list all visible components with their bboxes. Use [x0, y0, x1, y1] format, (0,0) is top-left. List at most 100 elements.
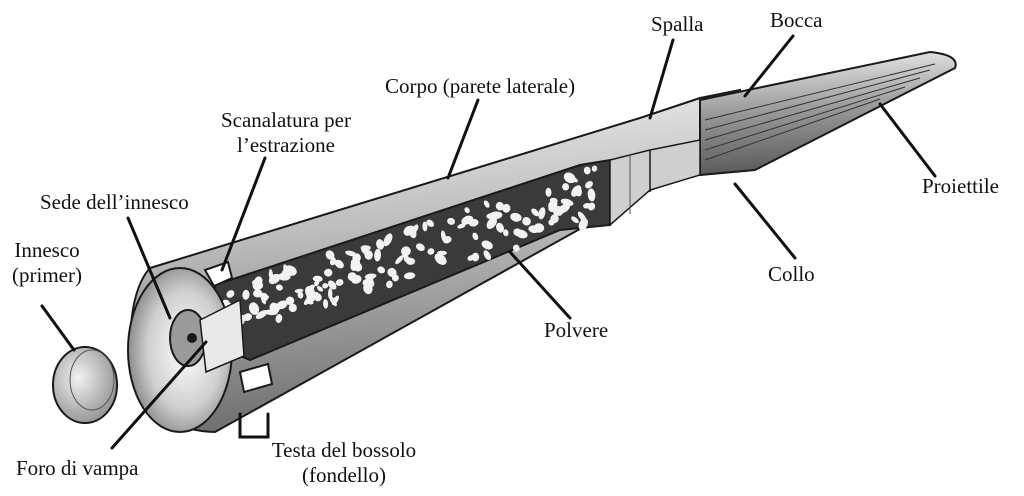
powder-granule	[386, 280, 393, 289]
powder-granule	[242, 313, 253, 321]
powder-granule	[545, 187, 552, 197]
extractor-groove-lower	[238, 362, 274, 394]
web-section	[199, 298, 245, 374]
powder-granule	[322, 283, 329, 289]
powder-granule	[583, 203, 591, 209]
powder-granule	[316, 286, 324, 292]
powder-granule	[457, 223, 466, 229]
powder-granule	[434, 253, 447, 265]
powder-granule	[401, 246, 411, 257]
leader-lines	[40, 34, 937, 450]
powder-granule	[242, 289, 250, 300]
powder-granule	[496, 222, 504, 233]
powder-granule	[323, 299, 329, 309]
label-sede-innesco: Sede dell’innesco	[40, 190, 189, 214]
powder-granule	[403, 272, 416, 280]
powder-granule	[495, 201, 505, 211]
powder-granule	[587, 188, 596, 202]
powder-granule	[464, 207, 470, 214]
powder-granule	[483, 250, 492, 261]
powder-granule	[412, 224, 419, 233]
powder-granule	[308, 291, 319, 300]
label-proiettile: Proiettile	[922, 174, 999, 198]
powder-granule	[486, 212, 501, 220]
powder-granule	[329, 258, 337, 266]
powder-granule	[329, 295, 337, 307]
powder-granule	[297, 291, 304, 299]
powder-granule	[585, 180, 593, 189]
powder-granule	[256, 280, 264, 289]
label-corpo: Corpo (parete laterale)	[385, 74, 576, 98]
powder-granule	[550, 214, 559, 224]
powder-granule	[422, 221, 428, 232]
label-innesco-line1: Innesco	[14, 238, 80, 262]
powder-granule	[260, 292, 266, 305]
powder-granule	[275, 284, 283, 291]
powder-granule	[285, 296, 295, 306]
powder-granule	[515, 229, 528, 239]
powder-granule	[528, 225, 540, 234]
powder-granule	[334, 259, 344, 269]
label-spalla: Spalla	[651, 12, 704, 36]
powder-granule	[554, 205, 563, 216]
powder-granule	[278, 272, 291, 281]
powder-granule	[577, 211, 587, 223]
powder-granule	[395, 255, 404, 265]
powder-granule	[268, 269, 274, 282]
powder-granule	[383, 233, 393, 247]
powder-granule	[571, 216, 579, 224]
powder-granule	[447, 217, 456, 225]
powder-granule	[415, 243, 425, 252]
bullet	[699, 50, 957, 177]
powder-granule	[312, 275, 323, 282]
powder-granule	[391, 274, 399, 282]
powder-granule	[562, 183, 570, 191]
powder-granule	[427, 248, 435, 255]
powder-granule	[376, 239, 385, 250]
powder-granule	[345, 250, 357, 257]
label-testa-line2: (fondello)	[302, 463, 386, 487]
powder-granule	[324, 268, 333, 277]
label-bocca: Bocca	[770, 8, 823, 32]
bullet-jacket-hatching	[704, 63, 936, 161]
powder-granule	[583, 166, 591, 175]
powder-granule	[377, 266, 386, 274]
powder-granule	[483, 200, 490, 208]
powder-granule	[560, 198, 574, 206]
powder-granule	[314, 279, 320, 287]
primer-face	[69, 349, 115, 411]
powder-granule	[510, 212, 522, 222]
extractor-groove-upper	[203, 260, 234, 288]
powder-granule	[538, 207, 546, 220]
powder-granule	[403, 225, 413, 236]
flash-hole	[187, 333, 197, 343]
primer-cup	[52, 346, 118, 424]
powder-granule	[549, 197, 558, 204]
powder-granule	[481, 240, 493, 250]
powder-granule	[255, 310, 268, 319]
powder-granule	[275, 314, 283, 323]
powder-granule	[351, 261, 363, 272]
powder-granule	[327, 280, 337, 290]
powder-granule	[503, 229, 509, 237]
label-testa-line1: Testa del bossolo	[271, 438, 417, 462]
powder-granule	[226, 290, 235, 298]
powder-granule	[563, 172, 576, 184]
label-innesco-line2: (primer)	[12, 263, 82, 287]
powder-granule	[248, 302, 260, 315]
powder-granule	[471, 252, 480, 262]
powder-granule	[472, 232, 479, 241]
powder-granule	[335, 279, 344, 286]
powder-granule	[522, 216, 531, 226]
powder-granule	[531, 208, 540, 217]
powder-granule	[461, 215, 474, 225]
label-polvere: Polvere	[544, 318, 609, 342]
powder-granule	[440, 230, 446, 242]
powder-granule	[253, 289, 263, 298]
label-collo: Collo	[768, 262, 815, 286]
powder-granule	[374, 248, 382, 262]
label-scanalatura-line1: Scanalatura per	[220, 108, 351, 132]
powder-granule	[591, 165, 598, 172]
